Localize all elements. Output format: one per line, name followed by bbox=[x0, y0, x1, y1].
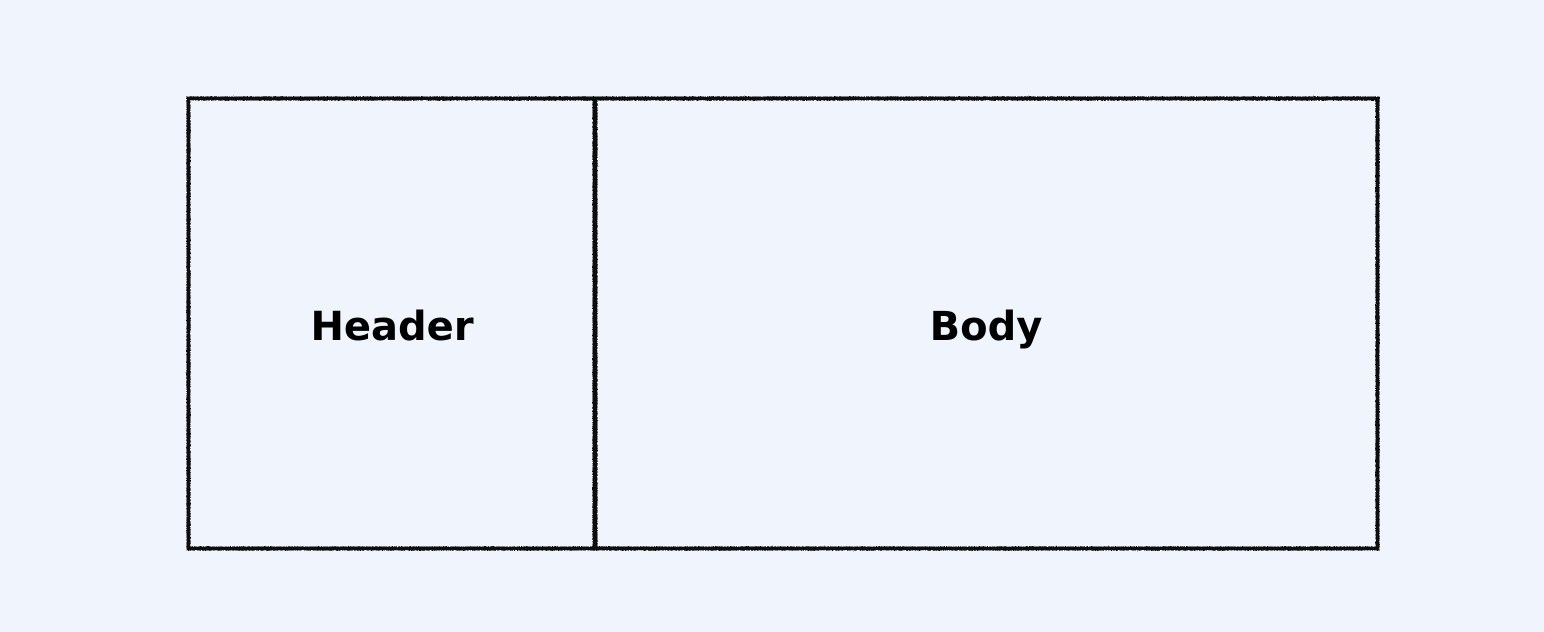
body-label: Body bbox=[929, 303, 1043, 350]
header-box: Header bbox=[186, 96, 598, 551]
body-box: Body bbox=[592, 96, 1380, 551]
header-label: Header bbox=[310, 303, 474, 350]
body-box-outline bbox=[592, 96, 1380, 551]
